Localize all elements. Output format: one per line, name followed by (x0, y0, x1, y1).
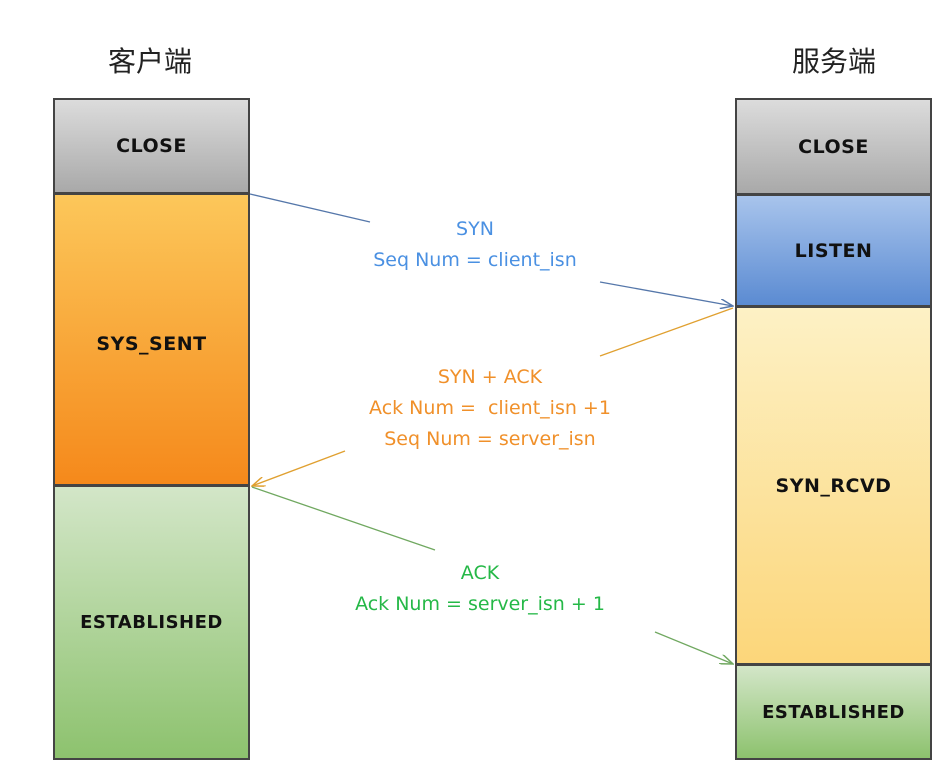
server-state-listen: LISTEN (735, 194, 932, 307)
syn-arrow-start (249, 193, 371, 223)
server-state-established: ESTABLISHED (735, 664, 932, 760)
synack-arrow-end (252, 450, 346, 486)
syn-message: SYN Seq Num = client_isn (320, 214, 630, 276)
synack-label: SYN + ACK (437, 366, 543, 388)
synack-seq-label: Seq Num = server_isn (384, 428, 596, 450)
synack-ack-label: Ack Num = client_isn +1 (369, 397, 611, 419)
server-state-syn-rcvd: SYN_RCVD (735, 306, 932, 665)
ack-arrow-start (251, 486, 436, 551)
client-state-syn-sent: SYS_SENT (53, 193, 250, 486)
client-state-established: ESTABLISHED (53, 485, 250, 760)
ack-num-label: Ack Num = server_isn + 1 (355, 593, 605, 615)
client-title: 客户端 (107, 45, 192, 78)
syn-label: SYN (456, 218, 494, 240)
synack-message: SYN + ACK Ack Num = client_isn +1 Seq Nu… (300, 362, 680, 455)
server-state-close: CLOSE (735, 98, 932, 195)
synack-arrow-start (599, 307, 734, 357)
ack-arrow-end (654, 631, 733, 664)
syn-arrow-end (599, 281, 733, 306)
syn-seq-label: Seq Num = client_isn (373, 249, 577, 271)
ack-message: ACK Ack Num = server_isn + 1 (320, 558, 640, 620)
ack-label: ACK (460, 562, 500, 584)
server-title: 服务端 (791, 45, 876, 78)
